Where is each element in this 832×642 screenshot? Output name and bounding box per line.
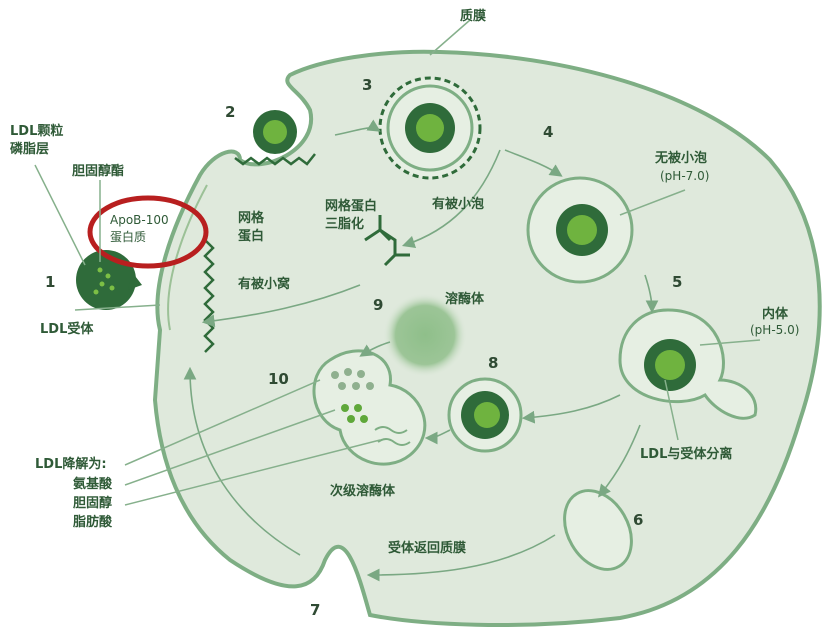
label-ldl-receptor: LDL受体 [40,321,94,337]
step-3: 3 [362,76,372,94]
step-1: 1 [45,273,55,291]
step-8: 8 [488,354,498,372]
transport-vesicle [447,377,523,453]
step-5: 5 [672,273,682,291]
label-endosome: 内体 [762,306,789,322]
apob-highlight-circle [87,195,209,269]
label-cholesteryl-ester: 胆固醇酯 [72,163,124,179]
label-coated-pit: 有被小窝 [238,276,290,292]
label-uncoated-ph: (pH-7.0) [660,169,709,183]
secondary-lysosome [312,349,427,466]
step-4: 4 [543,123,553,141]
clathrin-coat [203,239,215,353]
label-triskelion: 网格蛋白 [325,198,377,214]
step-9: 9 [373,296,383,314]
label-receptor-return: 受体返回质膜 [388,540,466,556]
label-coated-vesicle: 有被小泡 [432,196,484,212]
label-ldl-receptor-separation: LDL与受体分离 [640,446,732,462]
label-endosome-ph: (pH-5.0) [750,323,799,337]
label-secondary-lysosome: 次级溶酶体 [330,483,396,499]
step-7: 7 [310,601,320,619]
budding-vesicle [234,110,316,166]
label-fatty-acids: 脂肪酸 [72,514,113,530]
label-apob: ApoB-100 [110,213,169,227]
label-phospholipid-layer: 磷脂层 [10,141,49,157]
label-cholesterol: 胆固醇 [73,495,112,511]
step-10: 10 [268,370,289,388]
label-uncoated-vesicle: 无被小泡 [654,150,707,166]
label-plasma-membrane: 质膜 [460,8,486,24]
label-clathrin-2: 蛋白 [238,228,264,244]
label-amino-acids: 氨基酸 [72,476,113,492]
clathrin-triskelion [364,215,410,267]
coated-vesicle [378,76,482,180]
receptor-vesicle [563,489,633,571]
label-apob-protein: 蛋白质 [110,229,146,244]
label-clathrin: 网格 [238,210,265,226]
lysosome [383,293,467,377]
step-6: 6 [633,511,643,529]
label-lysosome: 溶酶体 [445,291,485,307]
label-ldl-degraded: LDL降解为: [35,456,107,472]
cell-body [152,49,822,627]
ldl-particle [76,250,142,310]
step-2: 2 [225,103,235,121]
uncoated-vesicle [526,176,634,284]
label-triskelion-2: 三脂化 [325,216,364,232]
endosome [618,308,758,420]
label-ldl-particle: LDL颗粒 [10,123,63,139]
